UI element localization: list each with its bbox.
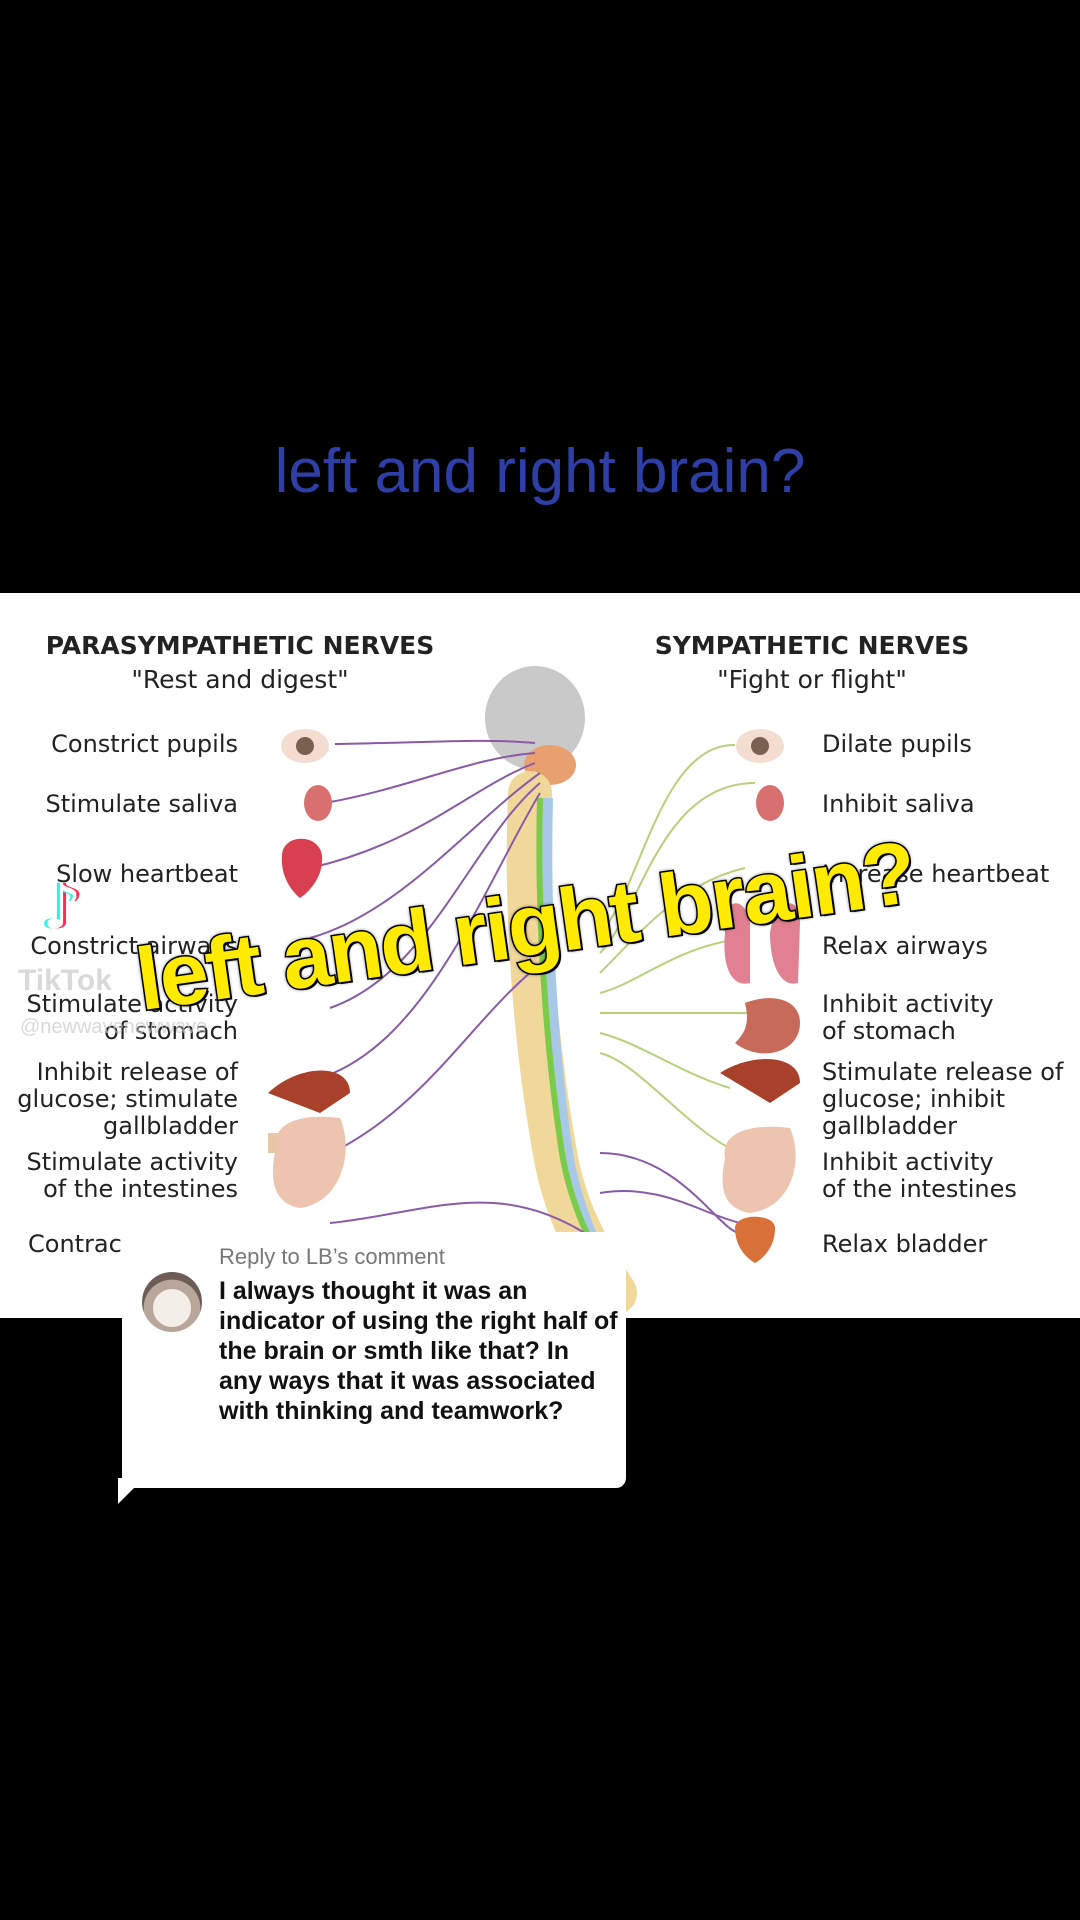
- right-label-stomach: Inhibit activity of stomach: [822, 990, 994, 1045]
- heart-icon: [281, 838, 323, 898]
- reply-comment-text: I always thought it was an indicator of …: [219, 1277, 618, 1425]
- right-label-pupils: Dilate pupils: [822, 730, 972, 758]
- tiktok-watermark: TikTok: [18, 964, 112, 997]
- sympathetic-header: SYMPATHETIC NERVES: [654, 631, 970, 660]
- liver-icon: [720, 1059, 800, 1103]
- salivary-gland-icon: [756, 785, 784, 821]
- right-label-airways: Relax airways: [822, 932, 988, 960]
- parasympathetic-nerve-lines: [299, 739, 601, 1244]
- diagram-illustration: [268, 666, 800, 1315]
- right-label-heartbeat: Increase heartbeat: [822, 860, 1050, 888]
- intestines-icon: [722, 1126, 796, 1213]
- left-label-heartbeat: Slow heartbeat: [56, 860, 238, 888]
- salivary-gland-icon: [304, 785, 332, 821]
- left-label-glucose: Inhibit release of glucose; stimulate ga…: [17, 1058, 238, 1140]
- commenter-avatar[interactable]: [142, 1272, 202, 1332]
- left-label-stomach: Stimulate activity of stomach: [26, 990, 238, 1045]
- reply-header: Reply to LB’s comment: [219, 1244, 445, 1269]
- reply-comment-card[interactable]: Reply to LB’s comment I always thought i…: [122, 1232, 626, 1488]
- left-label-intestines: Stimulate activity of the intestines: [26, 1148, 238, 1203]
- parasympathetic-subtitle: "Rest and digest": [131, 665, 349, 694]
- right-label-saliva: Inhibit saliva: [822, 790, 975, 818]
- right-label-bladder: Relax bladder: [822, 1230, 988, 1258]
- stomach-icon: [735, 998, 800, 1054]
- liver-icon: [268, 1070, 350, 1113]
- intestines-icon: [272, 1116, 346, 1208]
- left-label-pupils: Constrict pupils: [51, 730, 238, 758]
- parasympathetic-header: PARASYMPATHETIC NERVES: [45, 631, 435, 660]
- tiktok-handle: @newwavenewwave: [20, 1016, 208, 1038]
- sympathetic-subtitle: "Fight or flight": [717, 665, 907, 694]
- left-label-saliva: Stimulate saliva: [45, 790, 238, 818]
- tiktok-logo-icon: ♪: [42, 870, 82, 943]
- left-label-airways: Constrict airways: [30, 932, 238, 960]
- sympathetic-nerve-lines: [599, 743, 766, 1154]
- right-label-glucose: Stimulate release of glucose; inhibit ga…: [822, 1058, 1064, 1140]
- bladder-icon: [735, 1216, 775, 1263]
- left-label-bladder: Contrac: [28, 1230, 122, 1258]
- brain-icon: [485, 666, 585, 770]
- lungs-icon: [724, 903, 750, 984]
- right-label-intestines: Inhibit activity of the intestines: [822, 1148, 1017, 1203]
- top-caption: left and right brain?: [274, 437, 806, 506]
- nervous-system-diagram: PARASYMPATHETIC NERVES "Rest and digest"…: [0, 593, 1080, 1318]
